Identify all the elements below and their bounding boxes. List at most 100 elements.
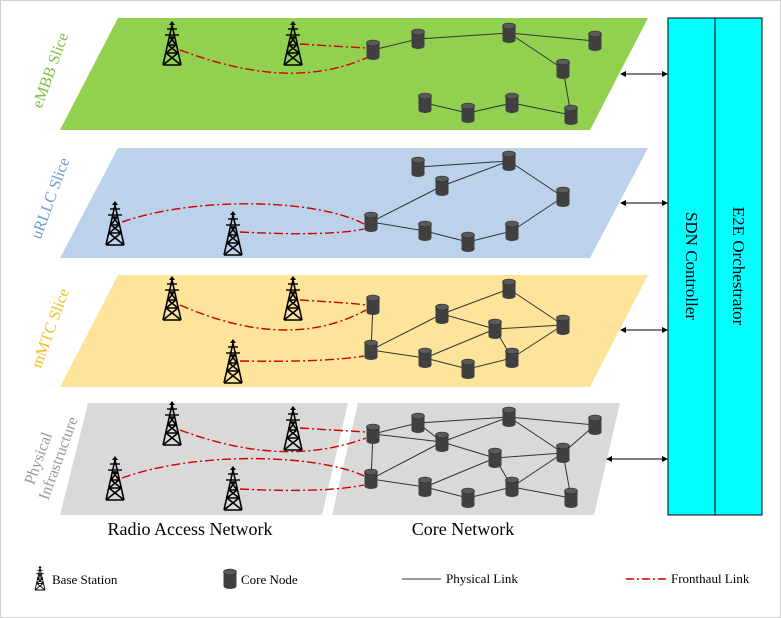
- phys-core-node: [564, 487, 578, 508]
- phys-core-node: [435, 431, 449, 452]
- urllc-physical-link: [467, 230, 513, 243]
- mmtc-fronthaul-link: [299, 299, 367, 306]
- legend-fronthaul-link-label: Fronthaul Link: [671, 571, 750, 586]
- phys-core-node: [488, 447, 502, 468]
- mmtc-core-node: [488, 318, 502, 339]
- phys-physical-link: [494, 452, 564, 459]
- phys-core-node: [418, 476, 432, 497]
- phys-physical-link: [370, 478, 426, 488]
- urllc-base-station-icon: [105, 201, 125, 246]
- phys-fronthaul-link: [179, 429, 367, 453]
- phys-core-node: [461, 487, 475, 508]
- core-nodes: [364, 22, 602, 508]
- phys-fronthaul-link: [121, 457, 365, 479]
- urllc-physical-link: [370, 185, 443, 223]
- phys-base-station-icon: [223, 466, 243, 511]
- phys-base-station-icon: [283, 406, 303, 451]
- embb-core-node: [588, 30, 602, 51]
- mmtc-base-station-icon: [283, 276, 303, 321]
- urllc-core-node: [505, 220, 519, 241]
- embb-core-node: [505, 92, 519, 113]
- urllc-core-node: [364, 211, 378, 232]
- mmtc-base-station-icon: [162, 276, 182, 321]
- phys-core-node: [588, 414, 602, 435]
- urllc-physical-link: [417, 160, 510, 168]
- embb-plane: [60, 18, 648, 130]
- mmtc-core-node: [502, 278, 516, 299]
- phys-physical-link: [467, 486, 513, 499]
- phys-physical-link: [372, 433, 443, 443]
- base-station-icon: [34, 565, 46, 591]
- mmtc-core-node: [418, 347, 432, 368]
- core-physical-plane: [332, 403, 620, 515]
- phys-base-station-icon: [105, 456, 125, 501]
- e2e-orchestrator-label: E2E Orchestrator: [729, 207, 748, 326]
- embb-core-node: [418, 92, 432, 113]
- mmtc-core-node: [366, 294, 380, 315]
- phys-base-station-icon: [162, 401, 182, 446]
- mmtc-physical-link: [467, 357, 513, 370]
- embb-physical-link: [511, 102, 572, 116]
- urllc-base-station-icon: [223, 211, 243, 256]
- embb-fronthaul-link: [299, 43, 367, 49]
- mmtc-core-node: [435, 303, 449, 324]
- core-section-label: Core Network: [412, 519, 514, 539]
- mmtc-fronthaul-link: [179, 304, 367, 331]
- urllc-physical-link: [511, 196, 564, 232]
- mmtc-physical-link: [424, 328, 496, 359]
- legend-core-node-icon: [223, 568, 237, 589]
- mmtc-core-node: [505, 347, 519, 368]
- phys-core-node: [505, 476, 519, 497]
- urllc-physical-link: [424, 230, 469, 243]
- core-node-icon: [223, 568, 237, 589]
- embb-core-node: [461, 102, 475, 123]
- phys-physical-link: [424, 486, 469, 499]
- phys-core-node: [366, 423, 380, 444]
- urllc-physical-link: [370, 221, 426, 232]
- urllc-core-node: [556, 186, 570, 207]
- embb-core-node: [366, 39, 380, 60]
- embb-physical-link: [508, 32, 564, 70]
- mmtc-physical-link: [424, 357, 469, 370]
- embb-core-node: [556, 58, 570, 79]
- urllc-fronthaul-link: [239, 228, 365, 235]
- embb-fronthaul-link: [179, 49, 374, 74]
- phys-physical-link: [511, 452, 564, 488]
- embb-physical-link: [424, 102, 469, 114]
- embb-core-node: [564, 104, 578, 125]
- embb-physical-link: [467, 102, 513, 114]
- mmtc-plane: [60, 275, 648, 387]
- sdn-controller-box: [667, 17, 716, 516]
- mmtc-core-node: [556, 314, 570, 335]
- mmtc-core-node: [461, 358, 475, 379]
- mmtc-physical-link: [370, 313, 443, 351]
- phys-core-node: [411, 412, 425, 433]
- urllc-core-node: [418, 220, 432, 241]
- urllc-core-node: [435, 175, 449, 196]
- phys-physical-link: [372, 422, 419, 435]
- mmtc-base-station-icon: [223, 339, 243, 384]
- embb-core-node: [502, 22, 516, 43]
- phys-physical-link: [441, 416, 510, 443]
- e2e-orchestrator-box: [714, 17, 763, 516]
- legend-base-station-label: Base Station: [52, 572, 118, 587]
- mmtc-physical-link: [508, 288, 564, 326]
- urllc-physical-link: [441, 160, 510, 187]
- phys-physical-link: [508, 416, 596, 426]
- phys-physical-link: [370, 441, 443, 480]
- urllc-core-node: [461, 231, 475, 252]
- legend: Base Station Core Node Physical Link Fro…: [34, 565, 750, 591]
- phys-physical-link: [441, 441, 496, 459]
- base-stations: [105, 21, 303, 511]
- legend-core-node-label: Core Node: [241, 572, 298, 587]
- embb-base-station-icon: [283, 21, 303, 66]
- phys-physical-link: [511, 486, 572, 499]
- urllc-physical-link: [508, 160, 564, 198]
- urllc-core-node: [502, 150, 516, 171]
- urllc-fronthaul-link: [121, 203, 365, 225]
- embb-core-node: [411, 28, 425, 49]
- urllc-core-node: [411, 156, 425, 177]
- phys-core-node: [364, 468, 378, 489]
- embb-physical-link: [508, 32, 596, 42]
- embb-base-station-icon: [162, 21, 182, 66]
